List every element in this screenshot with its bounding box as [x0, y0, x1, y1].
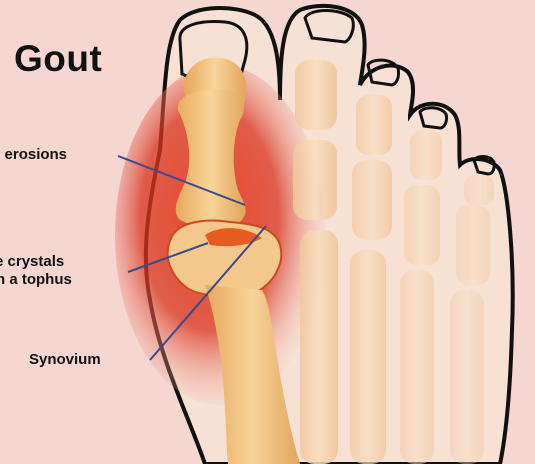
synovium-label: Synovium: [29, 351, 101, 369]
diagram-title: Gout: [14, 38, 102, 80]
crystals-label-line1: e crystals: [0, 253, 64, 271]
erosions-label: e erosions: [0, 146, 67, 164]
crystals-label-line2: n a tophus: [0, 271, 72, 289]
